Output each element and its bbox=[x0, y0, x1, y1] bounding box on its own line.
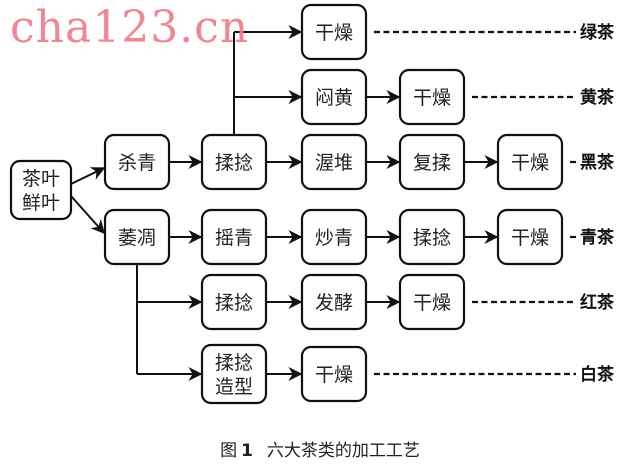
node-label: 揉捻 bbox=[215, 352, 253, 374]
process-node-gz_oolong: 干燥 bbox=[496, 208, 564, 266]
node-box bbox=[300, 3, 368, 61]
process-node-gz_yellow: 干燥 bbox=[398, 68, 466, 126]
node-label: 茶叶 bbox=[22, 168, 60, 190]
flow-arrow bbox=[70, 167, 106, 185]
node-box bbox=[496, 133, 564, 191]
node-label: 复揉 bbox=[413, 152, 451, 174]
tea-type-green: 绿茶 bbox=[580, 22, 615, 43]
node-box bbox=[398, 273, 466, 331]
node-box bbox=[9, 159, 73, 221]
node-box bbox=[300, 273, 368, 331]
node-box bbox=[398, 68, 466, 126]
node-label: 炒青 bbox=[315, 227, 353, 249]
edges-layer bbox=[70, 25, 499, 381]
nodes-layer: 茶叶鲜叶杀青萎凋揉捻摇青揉捻揉捻造型干燥闷黄渥堆炒青发酵干燥干燥复揉揉捻干燥干燥… bbox=[9, 3, 564, 405]
node-box bbox=[200, 133, 268, 191]
process-node-gz_white: 干燥 bbox=[300, 345, 368, 403]
process-node-gz_dark: 干燥 bbox=[496, 133, 564, 191]
node-box bbox=[103, 208, 171, 266]
node-label: 摇青 bbox=[215, 227, 253, 249]
node-label: 渥堆 bbox=[315, 152, 353, 174]
node-box bbox=[300, 345, 368, 403]
tea-type-red: 红茶 bbox=[580, 292, 615, 313]
node-box bbox=[300, 133, 368, 191]
node-box bbox=[398, 208, 466, 266]
node-label: 干燥 bbox=[315, 22, 353, 44]
tea-type-white: 白茶 bbox=[580, 364, 615, 385]
node-label: 揉捻 bbox=[413, 227, 451, 249]
node-box bbox=[200, 208, 268, 266]
process-node-rounian1: 揉捻 bbox=[200, 133, 268, 191]
node-label: 萎凋 bbox=[118, 227, 156, 249]
watermark: cha123.cn bbox=[10, 2, 250, 53]
process-node-furou: 复揉 bbox=[398, 133, 466, 191]
node-label: 干燥 bbox=[413, 292, 451, 314]
node-label: 干燥 bbox=[511, 227, 549, 249]
tea-type-dark: 黑茶 bbox=[580, 152, 615, 173]
node-label: 干燥 bbox=[511, 152, 549, 174]
node-label: 干燥 bbox=[315, 364, 353, 386]
process-node-weidiao: 萎凋 bbox=[103, 208, 171, 266]
node-label: 杀青 bbox=[118, 152, 156, 174]
node-box bbox=[300, 68, 368, 126]
process-node-wodui: 渥堆 bbox=[300, 133, 368, 191]
node-label: 揉捻 bbox=[215, 292, 253, 314]
process-node-menhuang: 闷黄 bbox=[300, 68, 368, 126]
node-label: 鲜叶 bbox=[22, 192, 60, 214]
node-label: 揉捻 bbox=[215, 152, 253, 174]
process-node-yaoqing: 摇青 bbox=[200, 208, 268, 266]
node-box bbox=[300, 208, 368, 266]
node-label: 发酵 bbox=[315, 292, 353, 314]
process-node-rounian3: 揉捻 bbox=[398, 208, 466, 266]
node-box bbox=[496, 208, 564, 266]
caption-title: 六大茶类的加工工艺 bbox=[266, 441, 420, 461]
process-node-shaqing: 杀青 bbox=[103, 133, 171, 191]
caption-prefix: 图 bbox=[220, 441, 238, 461]
node-label: 干燥 bbox=[413, 87, 451, 109]
node-box bbox=[103, 133, 171, 191]
node-label: 闷黄 bbox=[315, 87, 353, 109]
process-node-rounian2: 揉捻 bbox=[200, 273, 268, 331]
caption-number: 1 bbox=[241, 441, 253, 461]
tea-type-yellow: 黄茶 bbox=[580, 87, 615, 108]
node-box bbox=[200, 343, 268, 405]
process-node-chaoqing: 炒青 bbox=[300, 208, 368, 266]
node-box bbox=[398, 133, 466, 191]
process-node-gz_red: 干燥 bbox=[398, 273, 466, 331]
node-box bbox=[200, 273, 268, 331]
process-node-fajiao: 发酵 bbox=[300, 273, 368, 331]
process-node-gz_green: 干燥 bbox=[300, 3, 368, 61]
flow-arrow bbox=[70, 195, 105, 235]
tea-type-oolong: 青茶 bbox=[580, 227, 615, 248]
node-label: 造型 bbox=[215, 376, 253, 398]
